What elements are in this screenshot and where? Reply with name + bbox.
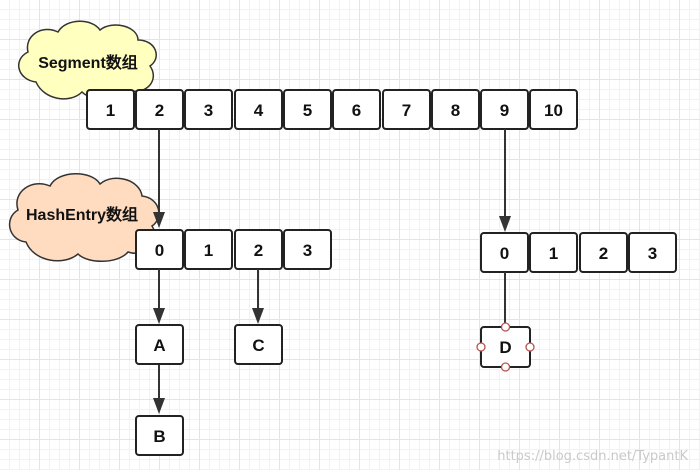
hashentry-cell-label: 1 [549,244,558,263]
selection-handle-top[interactable] [500,322,511,332]
segment-cell-label: 3 [204,101,213,120]
hashentry-cell-rect [283,229,332,270]
node-a-rect [135,324,184,365]
segment-cell: 6 [332,89,381,130]
hashentry-cell: 3 [283,229,332,270]
hashentry-cell-label: 3 [648,244,657,263]
hashentry-cell-label: 0 [155,241,164,260]
segment-cell-label: 1 [106,101,115,120]
arrow-entry2-to-c [252,269,264,324]
segment-cell-rect [234,89,283,130]
segment-cell-label: 8 [451,101,460,120]
segment-cell-label: 10 [544,101,563,120]
node-d-label: D [499,338,511,357]
hashentry-cell-rect [184,229,233,270]
arrow-head [153,398,165,414]
node-a-label: A [153,336,165,355]
hashentry-array-right: 0 1 2 3 [480,232,677,273]
segment-cell: 4 [234,89,283,130]
segment-cell: 9 [480,89,529,130]
segment-cell-label: 6 [352,101,361,120]
hashentry-cell-label: 1 [204,241,213,260]
segment-cell-label: 5 [303,101,312,120]
segment-cell: 3 [184,89,233,130]
segment-cell-rect [184,89,233,130]
hashentry-cloud-label: HashEntry数组 [26,205,138,224]
hashentry-cell-label: 2 [599,244,608,263]
segment-array-cloud: Segment数组 [18,20,157,100]
hashentry-array-cloud: HashEntry数组 [8,173,160,262]
segment-cell: 8 [431,89,480,130]
segment-array: 1 2 3 4 5 6 7 8 [86,89,578,130]
segment-cell-label: 7 [402,101,411,120]
segment-cell-label: 9 [500,101,509,120]
segment-cell: 1 [86,89,135,130]
segment-cell-rect [529,89,578,130]
segment-cell: 7 [382,89,431,130]
hashentry-cell: 1 [184,229,233,270]
segment-cell-rect [332,89,381,130]
node-c: C [234,324,283,365]
hashentry-cell-rect [579,232,628,273]
hashentry-cell-rect [628,232,677,273]
segment-cloud-label: Segment数组 [38,53,138,72]
hashentry-cell: 1 [529,232,578,273]
hashentry-cell-label: 3 [303,241,312,260]
arrow-segment2-to-hashentry-left [153,129,165,228]
node-b: B [135,415,184,456]
segment-cell: 5 [283,89,332,130]
node-b-label: B [153,427,165,446]
node-d[interactable]: D [480,326,531,368]
segment-cell-rect [283,89,332,130]
node-d-selection-handles[interactable] [476,322,535,372]
node-c-rect [234,324,283,365]
selection-handle-left[interactable] [476,342,486,352]
segment-cell-label: 2 [155,101,164,120]
hashentry-array-left: 0 1 2 3 [135,229,332,270]
segment-cell: 10 [529,89,578,130]
segment-cell-rect [86,89,135,130]
node-b-rect [135,415,184,456]
hashentry-cell: 2 [234,229,283,270]
node-a: A [135,324,184,365]
segment-cell-rect [431,89,480,130]
selection-handle-right[interactable] [525,342,535,352]
hashentry-cell: 0 [480,232,529,273]
arrow-head [153,308,165,324]
hashentry-cell: 3 [628,232,677,273]
hashentry-cell-label: 2 [254,241,263,260]
arrow-entry0-to-a [153,269,165,324]
selection-handle-bottom[interactable] [500,362,511,372]
arrow-a-to-b [153,364,165,414]
segment-cell: 2 [135,89,184,130]
node-c-label: C [252,336,264,355]
arrow-segment9-to-hashentry-right [499,129,511,232]
hashentry-cell-label: 0 [500,244,509,263]
hashentry-cell: 0 [135,229,184,270]
hashentry-cloud-shape [8,173,160,262]
arrow-head [499,216,511,232]
hashentry-cell-rect [529,232,578,273]
segment-cell-label: 4 [254,101,264,120]
arrow-head [252,308,264,324]
hashentry-cell: 2 [579,232,628,273]
csdn-watermark: https://blog.csdn.net/TypantK [497,449,688,464]
segment-cell-rect [382,89,431,130]
arrow-head [153,212,165,228]
